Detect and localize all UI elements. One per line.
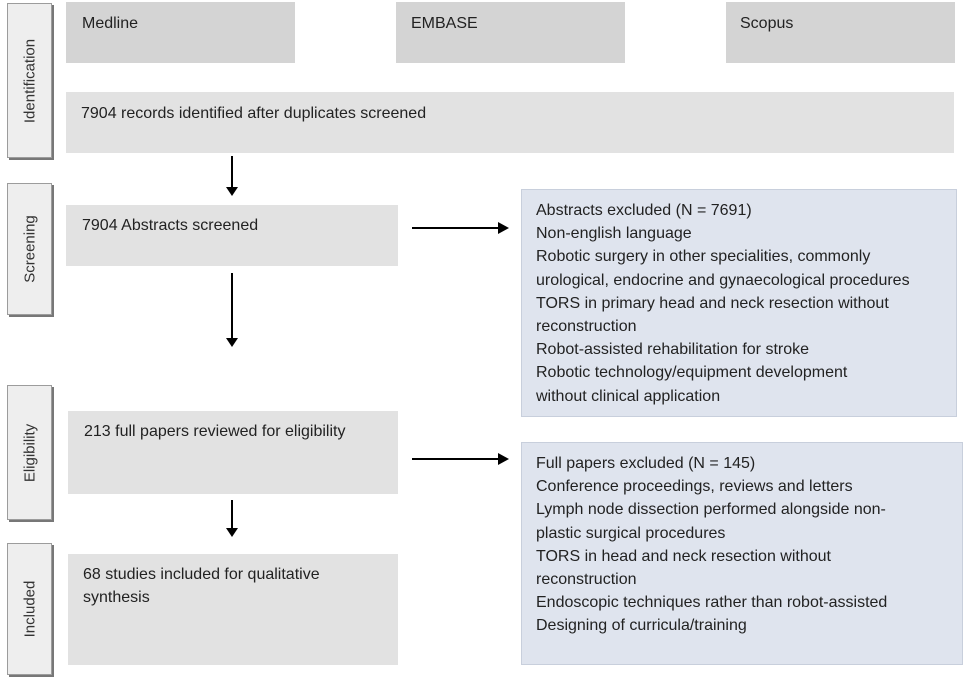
source-scopus-label: Scopus — [740, 15, 794, 32]
stage-screening-label: Screening — [21, 215, 38, 283]
included-studies-line-2: synthesis — [83, 589, 150, 606]
papers-excluded-reason: Endoscopic techniques rather than robot-… — [536, 594, 888, 612]
papers-excluded-reason: Conference proceedings, reviews and lett… — [536, 478, 853, 496]
abstracts-excluded-reason: without clinical application — [536, 387, 721, 405]
source-scopus: Scopus — [726, 2, 955, 63]
abstracts-excluded-reason: Robotic surgery in other specialities, c… — [536, 248, 871, 266]
stage-eligibility: Eligibility — [7, 385, 52, 520]
abstracts-excluded-list: Abstracts excluded (N = 7691) Non-englis… — [536, 199, 910, 408]
included-studies-line-1: 68 studies included for qualitative — [83, 566, 320, 583]
full-papers-text: 213 full papers reviewed for eligibility — [84, 423, 346, 440]
arrow-right-icon — [412, 222, 509, 234]
abstracts-excluded-title: Abstracts excluded (N = 7691) — [536, 202, 752, 219]
abstracts-excluded-reason: Non-english language — [536, 225, 692, 243]
full-papers-box: 213 full papers reviewed for eligibility — [68, 411, 398, 494]
papers-excluded-reason: Designing of curricula/training — [536, 617, 747, 635]
source-embase: EMBASE — [396, 2, 625, 63]
arrow-down-icon — [226, 500, 238, 537]
source-medline-label: Medline — [82, 15, 139, 32]
stage-eligibility-label: Eligibility — [21, 423, 38, 482]
arrow-down-icon — [226, 156, 238, 196]
abstracts-excluded-box — [521, 189, 957, 417]
papers-excluded-reason: TORS in head and neck resection without — [536, 547, 831, 565]
stage-identification: Identification — [7, 3, 52, 158]
abstracts-excluded-reason: urological, endocrine and gynaecological… — [536, 271, 910, 289]
records-identified-text: 7904 records identified after duplicates… — [81, 105, 427, 122]
abstracts-screened-text: 7904 Abstracts screened — [82, 217, 259, 234]
included-studies-box: 68 studies included for qualitative synt… — [68, 554, 398, 665]
papers-excluded-title: Full papers excluded (N = 145) — [536, 455, 756, 472]
papers-excluded-reason: reconstruction — [536, 571, 637, 589]
arrow-down-icon — [226, 273, 238, 347]
stage-screening: Screening — [7, 183, 52, 315]
stage-identification-label: Identification — [21, 38, 38, 123]
papers-excluded-list: Full papers excluded (N = 145) Conferenc… — [536, 452, 887, 638]
stage-included: Included — [7, 543, 52, 675]
abstracts-screened-box: 7904 Abstracts screened — [66, 205, 398, 266]
source-embase-label: EMBASE — [411, 15, 478, 32]
records-identified-box: 7904 records identified after duplicates… — [66, 92, 954, 153]
abstracts-excluded-reason: TORS in primary head and neck resection … — [536, 294, 889, 312]
papers-excluded-box — [521, 442, 963, 665]
papers-excluded-reason: Lymph node dissection performed alongsid… — [536, 501, 886, 519]
abstracts-excluded-reason: reconstruction — [536, 318, 637, 336]
stage-included-label: Included — [21, 580, 38, 638]
abstracts-excluded-reason: Robot-assisted rehabilitation for stroke — [536, 341, 810, 359]
papers-excluded-reason: plastic surgical procedures — [536, 524, 726, 542]
source-medline: Medline — [66, 2, 295, 63]
abstracts-excluded-reason: Robotic technology/equipment development — [536, 364, 848, 382]
arrow-right-icon — [412, 453, 509, 465]
